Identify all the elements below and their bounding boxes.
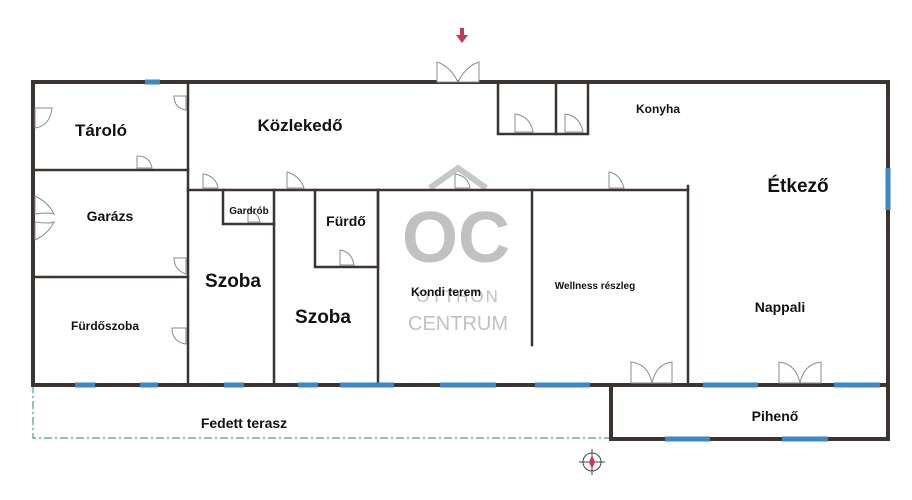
room-label-szoba-2: Szoba — [295, 307, 351, 328]
door-pantry-1 — [514, 113, 534, 133]
door-tarolo — [34, 107, 53, 129]
room-label-gardrob: Gardrób — [229, 206, 268, 217]
compass-icon — [579, 449, 605, 475]
door-wellness-exterior — [630, 361, 673, 384]
door-tarolo-kozlekedo — [173, 95, 187, 111]
room-label-nappali: Nappali — [755, 299, 806, 315]
door-tarolo-bottom — [136, 155, 153, 169]
watermark-line-2: CENTRUM — [408, 313, 508, 335]
watermark-line-1: OTTHON — [416, 287, 500, 306]
watermark-logo: OC OTTHON CENTRUM — [402, 164, 510, 335]
windows — [75, 79, 891, 442]
door-nappali-piheno — [778, 361, 822, 384]
room-label-furdoszoba: Fürdőszoba — [71, 319, 139, 333]
door-pantry-2 — [564, 113, 584, 133]
room-label-szoba-1: Szoba — [205, 271, 261, 292]
room-label-etkezo: Étkező — [767, 175, 828, 197]
door-entrance — [436, 61, 480, 83]
door-furdoszoba — [171, 327, 187, 345]
door-wellness — [608, 171, 625, 189]
room-label-kondi-terem: Kondi terem — [411, 285, 481, 299]
interior-wall — [221, 188, 276, 226]
room-label-tarolo: Tároló — [75, 121, 127, 140]
watermark-logo-letters: OC — [402, 198, 510, 278]
room-label-konyha: Konyha — [636, 102, 680, 116]
door-gardrob — [247, 209, 261, 223]
door-szoba-2 — [286, 171, 305, 189]
room-label-kozlekedo: Közlekedő — [257, 116, 342, 135]
room-label-piheno: Pihenő — [752, 408, 799, 424]
room-label-garazs: Garázs — [87, 208, 134, 224]
door-garazs-side — [173, 257, 187, 275]
room-label-wellness: Wellness részleg — [555, 281, 635, 292]
door-szoba-1 — [202, 173, 219, 189]
entrance-arrow-icon — [456, 28, 468, 43]
interior-wall — [496, 80, 590, 136]
doors — [34, 61, 822, 384]
door-garazs — [34, 195, 56, 241]
piheno-wall — [609, 383, 890, 441]
room-label-fedett-terasz: Fedett terasz — [201, 415, 287, 431]
door-furdo — [339, 249, 355, 266]
room-label-furdo: Fürdő — [326, 213, 366, 229]
watermark-roof-icon — [428, 164, 488, 191]
terrace-outline — [32, 385, 610, 439]
door-kondi — [454, 173, 471, 189]
